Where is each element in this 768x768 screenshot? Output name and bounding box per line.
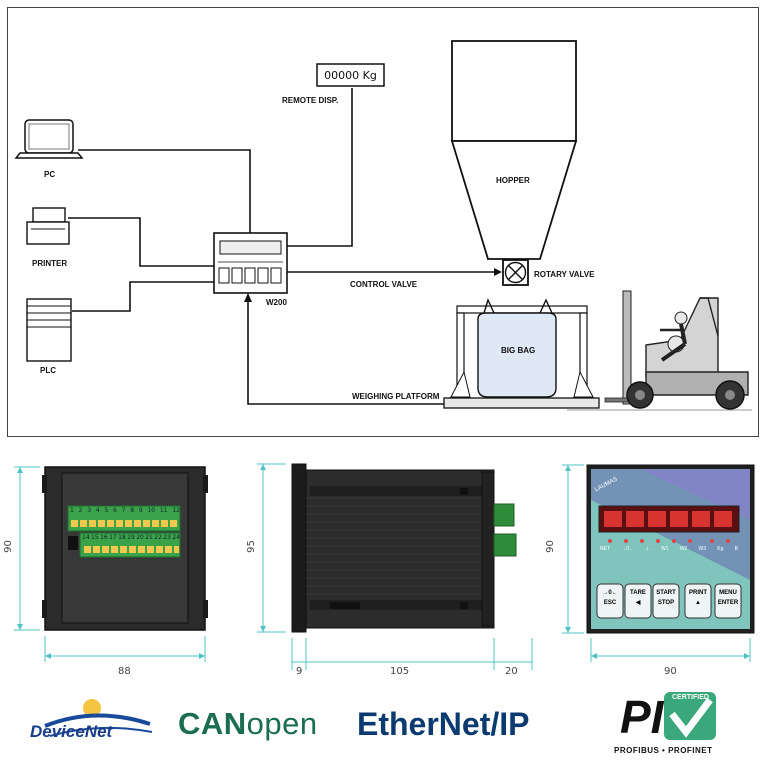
- weighing-platform: [443, 397, 600, 409]
- big-bag-icon: [477, 312, 557, 398]
- terminal-number: 23: [163, 534, 171, 541]
- indicator-label: Kg: [717, 546, 724, 552]
- hopper-icon: [450, 40, 578, 260]
- ethernetip-logo: EtherNet/IP: [357, 706, 530, 742]
- indicator-label: NET: [600, 546, 610, 552]
- key-bottom-label: ◀: [635, 600, 641, 606]
- rotary-valve-icon: [502, 259, 529, 286]
- printer-cable: [68, 217, 214, 267]
- pc-cable: [78, 149, 251, 233]
- dimension-views-graphics: [14, 463, 755, 670]
- terminal-number: 10: [147, 507, 156, 514]
- system-diagram-frame: [7, 7, 759, 437]
- terminal-number: 18: [118, 534, 126, 541]
- remote-display-value: 00000 Kg: [324, 69, 377, 82]
- canopen-logo-light: open: [246, 706, 318, 741]
- control-valve-label: CONTROL VALVE: [350, 280, 418, 289]
- side-w1-dim: 9: [296, 666, 303, 677]
- forklift-icon: [567, 290, 752, 411]
- terminal-number: 4: [95, 507, 100, 514]
- key-top-label: TARE: [630, 590, 646, 596]
- key-top-label: →0←: [602, 590, 618, 596]
- weighing-platform-label: WEIGHING PLATFORM: [352, 392, 440, 401]
- key-top-label: MENU: [719, 590, 737, 596]
- pc-icon: [14, 119, 84, 159]
- remote-display-label: REMOTE DISP.: [282, 96, 339, 105]
- side-w3-dim: 20: [505, 666, 518, 677]
- key-top-label: PRINT: [689, 590, 707, 596]
- key-bottom-label: ESC: [603, 600, 617, 606]
- plc-label: PLC: [40, 366, 56, 375]
- devicenet-logo-graphic: [44, 699, 153, 737]
- key-top-label: START: [656, 590, 676, 596]
- terminal-number: 7: [121, 507, 126, 514]
- pi-certified-label: CERTIFIED: [672, 694, 709, 701]
- terminal-number: 9: [138, 507, 143, 514]
- terminal-number: 12: [172, 507, 180, 514]
- terminal-number: 24: [172, 534, 180, 541]
- indicator-label: ⊥: [645, 546, 650, 552]
- terminal-number: 22: [154, 534, 162, 541]
- platform-cable: [247, 300, 444, 405]
- system-diagram-graphics: [14, 40, 752, 411]
- indicator-row: NET →0← ⊥ W1 W2 W3 Kg B: [600, 546, 738, 552]
- terminal-number: 14: [82, 534, 90, 541]
- indicator-label: W1: [660, 546, 669, 552]
- w200-controller-icon: [213, 232, 288, 294]
- terminal-number: 8: [130, 507, 135, 514]
- terminal-number: 20: [136, 534, 144, 541]
- key-esc[interactable]: →0← ESC: [597, 588, 623, 608]
- controller-label: W200: [266, 298, 287, 307]
- key-tare[interactable]: TARE ◀: [625, 588, 651, 608]
- terminal-number: 19: [127, 534, 135, 541]
- key-bottom-label: ENTER: [717, 600, 739, 606]
- devicenet-logo: DeviceNet: [30, 722, 113, 741]
- side-height-dim: 95: [245, 540, 257, 553]
- pc-label: PC: [44, 170, 56, 179]
- remote-display-cable: [287, 88, 353, 247]
- plc-cable: [72, 281, 214, 312]
- back-view: [14, 466, 208, 662]
- indicator-label: W2: [679, 546, 688, 552]
- rotary-valve-label: ROTARY VALVE: [534, 270, 595, 279]
- side-w2-dim: 105: [390, 666, 410, 677]
- canopen-logo-bold: CAN: [178, 706, 247, 741]
- plc-icon: [26, 298, 72, 362]
- terminal-number: 16: [100, 534, 108, 541]
- hopper-label: HOPPER: [496, 176, 530, 185]
- terminal-number: 1: [70, 507, 74, 514]
- printer-label: PRINTER: [32, 259, 68, 268]
- indicator-label: W3: [698, 546, 706, 552]
- terminal-number: 17: [109, 534, 117, 541]
- key-start-stop[interactable]: START STOP: [653, 588, 679, 608]
- front-view: [562, 464, 755, 662]
- terminal-number: 21: [145, 534, 153, 541]
- key-menu-enter[interactable]: MENU ENTER: [715, 588, 741, 608]
- back-height-dim: 90: [2, 540, 14, 553]
- side-view: [257, 463, 533, 670]
- front-height-dim: 90: [544, 540, 556, 553]
- terminal-number: 3: [87, 507, 92, 514]
- pi-logo-graphic: [664, 692, 716, 740]
- key-bottom-label: ▲: [695, 600, 701, 606]
- terminal-number: 15: [91, 534, 99, 541]
- big-bag-label: BIG BAG: [501, 346, 536, 355]
- terminal-row-bottom: 14 15 16 17 18 19 20 21 22 23 24: [82, 534, 180, 541]
- pi-sub-label: PROFIBUS • PROFINET: [614, 746, 713, 755]
- remote-display-box: [316, 63, 385, 87]
- indicator-label: B: [734, 546, 738, 552]
- key-print[interactable]: PRINT ▲: [685, 588, 711, 608]
- terminal-row-top: 1 2 3 4 5 6 7 8 9 10 11 12: [70, 507, 180, 514]
- terminal-number: 2: [78, 507, 83, 514]
- canopen-logo: CANopen: [178, 706, 318, 742]
- terminal-number: 11: [159, 507, 168, 514]
- terminal-number: 6: [113, 507, 117, 514]
- key-bottom-label: STOP: [657, 600, 675, 606]
- printer-icon: [26, 207, 70, 245]
- terminal-number: 5: [104, 507, 109, 514]
- indicator-label: →0←: [621, 546, 635, 552]
- front-width-dim: 90: [664, 666, 677, 677]
- pi-logo-text: PI: [620, 691, 664, 743]
- back-width-dim: 88: [118, 666, 131, 677]
